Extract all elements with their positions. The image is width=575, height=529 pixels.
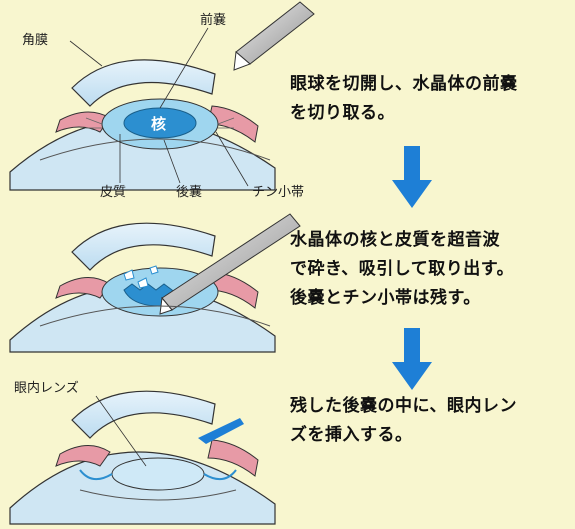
iol-haptics bbox=[79, 469, 237, 481]
cornea-label: 角膜 bbox=[22, 33, 48, 48]
step-1-text: 眼球を切開し、水晶体の前嚢 を切り取る。 bbox=[290, 70, 572, 128]
capsule-line bbox=[39, 138, 271, 161]
cortex-label: 皮質 bbox=[100, 185, 126, 200]
step-3-line-2: ズを挿入する。 bbox=[290, 425, 413, 445]
eye-stage-2 bbox=[9, 213, 301, 353]
iris-left bbox=[55, 445, 111, 467]
capsule-line bbox=[79, 489, 237, 501]
capsule-line bbox=[39, 305, 271, 327]
down-arrow-icon bbox=[392, 328, 432, 390]
nucleus-label: 核 bbox=[151, 115, 166, 133]
iris-left bbox=[55, 111, 111, 133]
iris-left bbox=[55, 277, 111, 299]
step-3-text: 残した後嚢の中に、眼内レン ズを挿入する。 bbox=[290, 392, 572, 450]
step-3-line-1: 残した後嚢の中に、眼内レン bbox=[290, 396, 517, 416]
step-2-text: 水晶体の核と皮質を超音波 で砕き、吸引して取り出す。 後嚢とチン小帯は残す。 bbox=[290, 226, 572, 313]
eye-stage-1: 核 角膜 前嚢 皮質 後嚢 チン小帯 bbox=[9, 1, 315, 200]
step-1-line-1: 眼球を切開し、水晶体の前嚢 bbox=[290, 74, 518, 94]
cornea bbox=[71, 390, 216, 439]
iris-right bbox=[207, 439, 259, 477]
step-2-line-2: で砕き、吸引して取り出す。 bbox=[290, 259, 515, 279]
insertion-arrow bbox=[198, 418, 244, 444]
anterior-capsule-label: 前嚢 bbox=[200, 12, 226, 28]
cornea bbox=[71, 222, 216, 271]
step-2-line-1: 水晶体の核と皮質を超音波 bbox=[290, 230, 500, 250]
intraocular-lens bbox=[111, 457, 205, 491]
down-arrow-icon bbox=[392, 146, 432, 208]
scalpel bbox=[233, 1, 315, 71]
nucleus-fragments bbox=[123, 265, 159, 289]
step-2-line-3: 後嚢とチン小帯は残す。 bbox=[290, 288, 481, 308]
zonule-label: チン小帯 bbox=[252, 185, 304, 200]
eye-stage-3: 眼内レンズ bbox=[9, 380, 276, 525]
zonule-fibers bbox=[85, 117, 235, 129]
cornea bbox=[71, 59, 216, 107]
step-1-line-2: を切り取る。 bbox=[290, 103, 395, 123]
iol-label: 眼内レンズ bbox=[14, 380, 79, 396]
posterior-capsule-label: 後嚢 bbox=[176, 184, 202, 200]
